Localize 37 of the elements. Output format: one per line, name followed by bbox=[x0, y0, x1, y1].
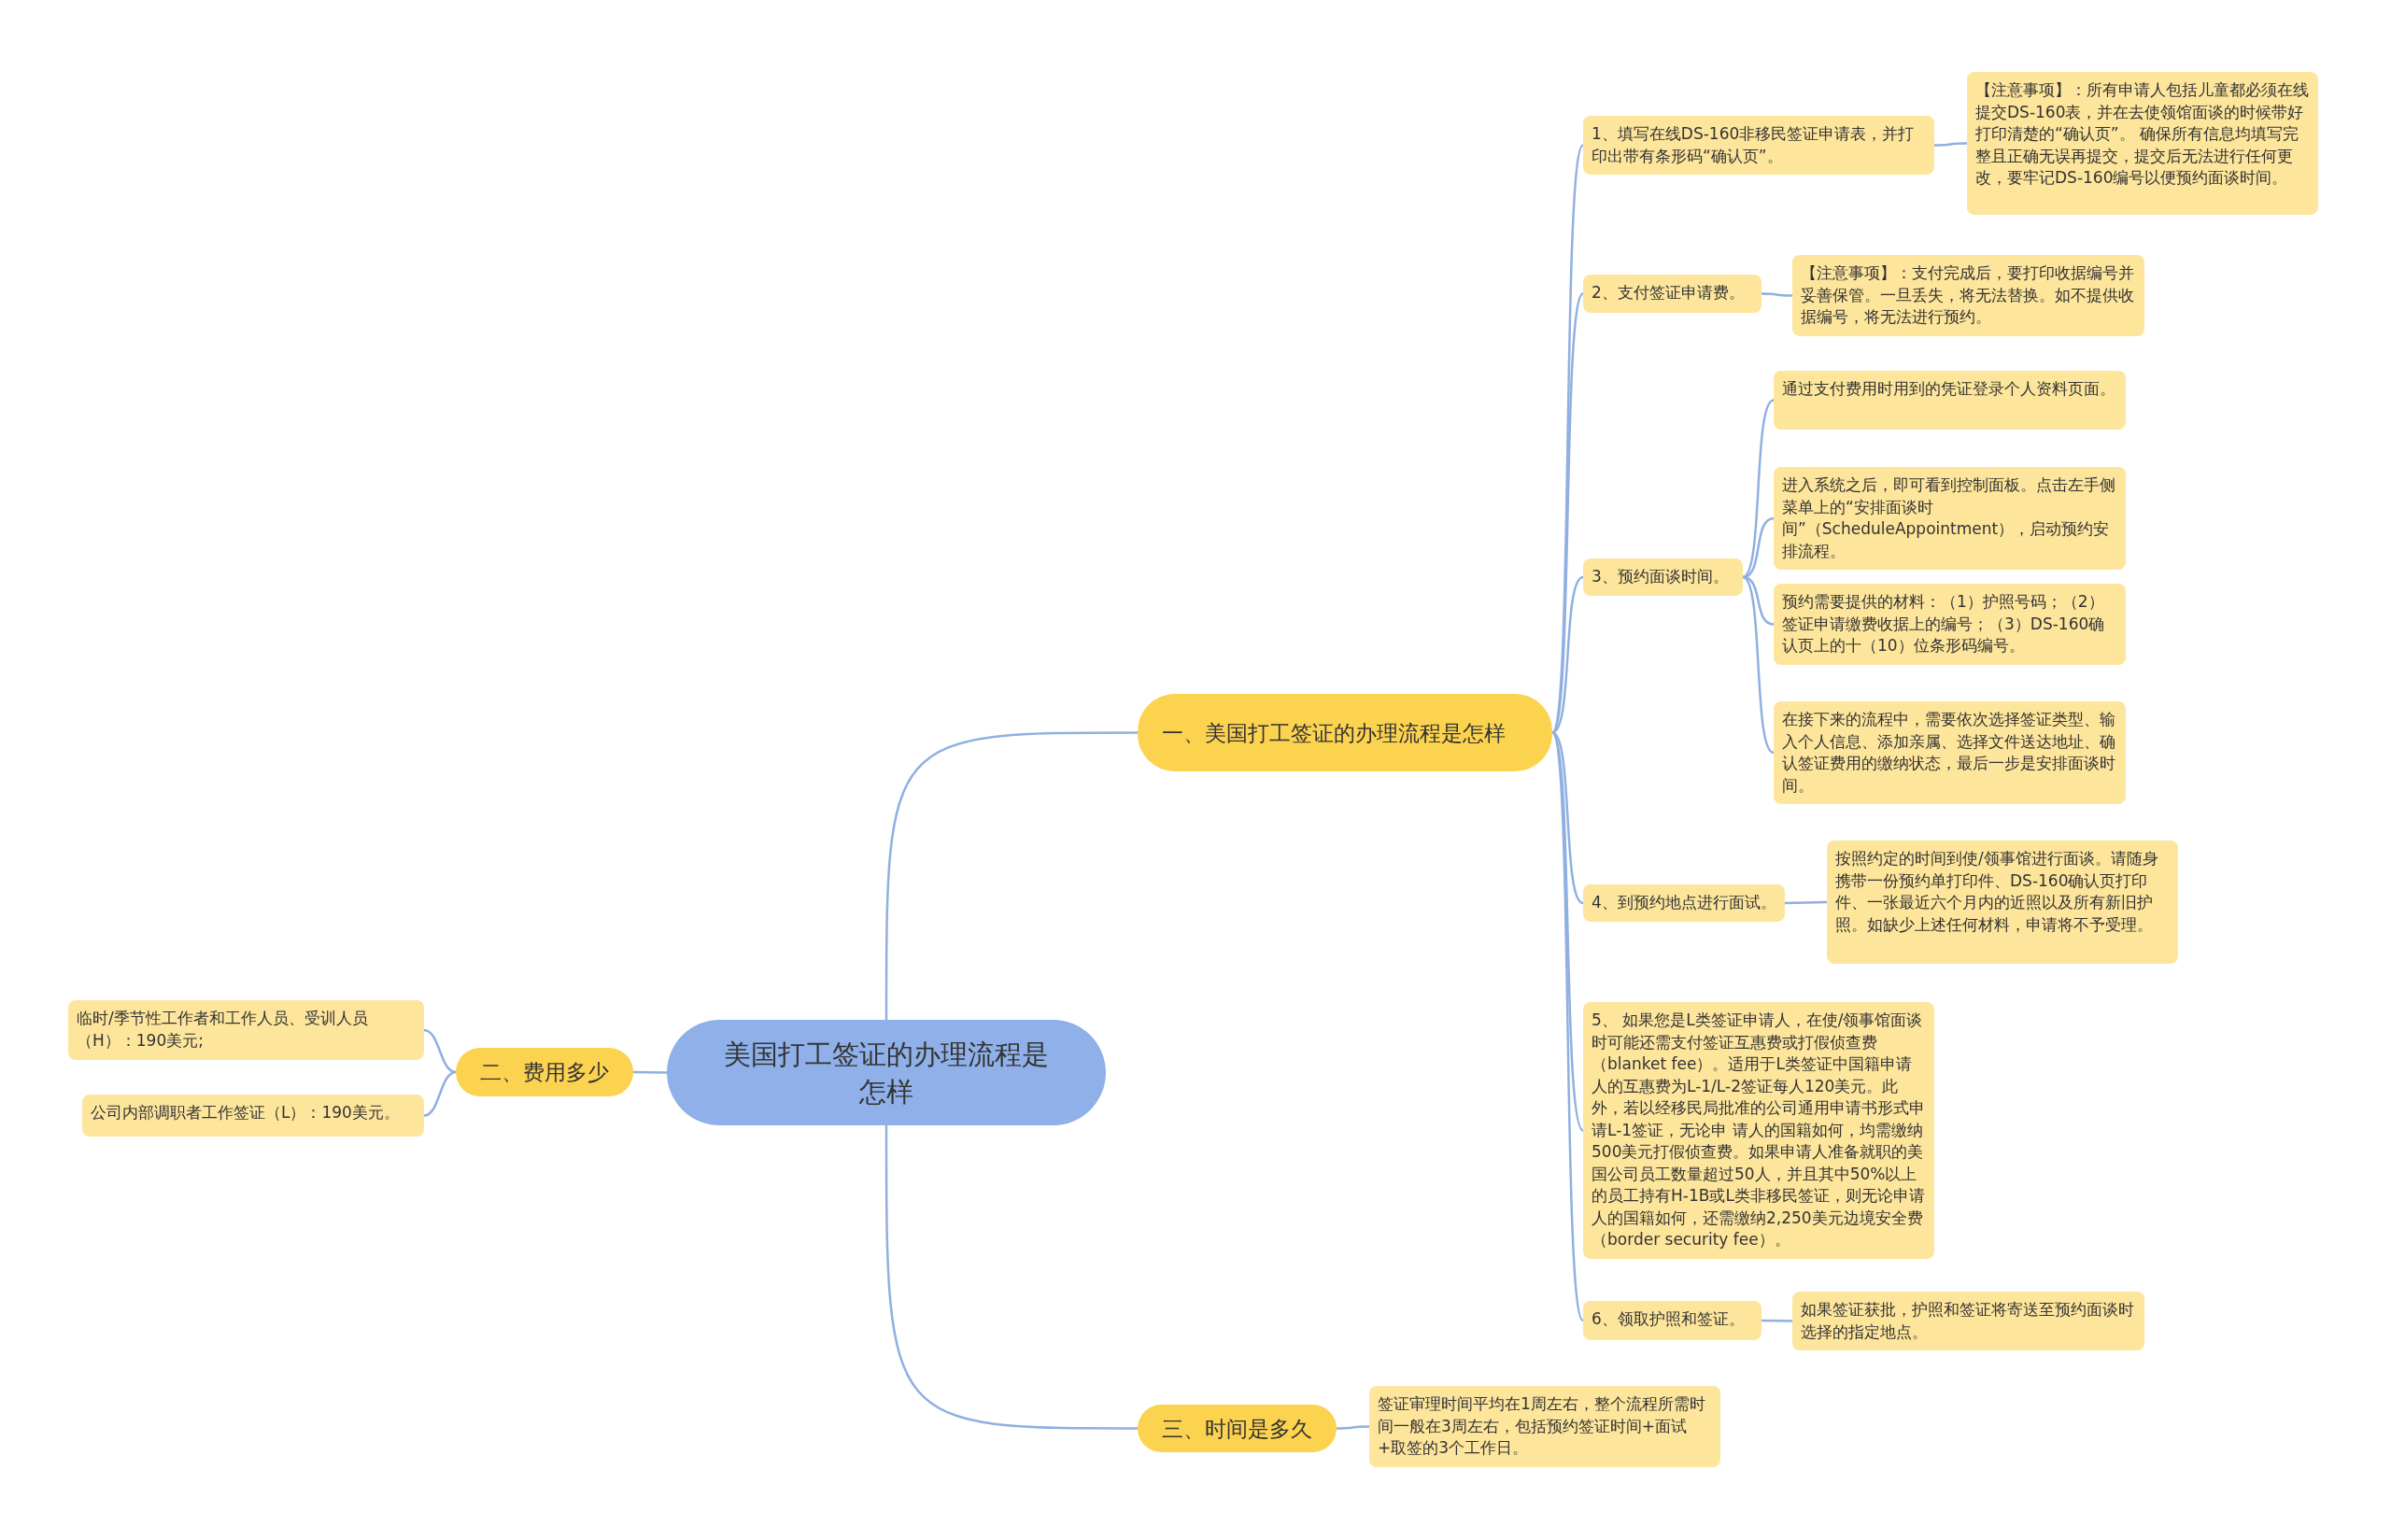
note-box: 【注意事项】：所有申请人包括儿童都必须在线提交DS-160表，并在去使领馆面谈的时候带好打印清楚的“确认页”。 确保所有信息均填写完整且正确无误再提交，提交后无法进行任何更改，要牢记DS-160编号以便预约面谈时间。 bbox=[1967, 72, 2318, 215]
connector-line bbox=[1742, 399, 1775, 578]
note-box: 公司内部调职者工作签证（L）：190美元。 bbox=[82, 1095, 424, 1137]
note-box: 临时/季节性工作者和工作人员、受训人员（H）：190美元; bbox=[68, 1000, 424, 1060]
note-box: 按照约定的时间到使/领事馆进行面谈。请随身携带一份预约单打印件、DS-160确认页打印件、一张最近六个月内的近照以及所有新旧护照。如缺少上述任何材料，申请将不予受理。 bbox=[1827, 841, 2178, 964]
connector-line bbox=[633, 1070, 667, 1074]
connector-line bbox=[423, 1028, 457, 1074]
step-box: 5、 如果您是L类签证申请人，在使/领事馆面谈时可能还需支付签证互惠费或打假侦查费（blanket fee）。适用于L类签证中国籍申请人的互惠费为L-1/L-2签证每人120美元。此外，若以经移民局批准的公司通用申请书形式申请L-1签证，无论申 请人的国籍如何，均需缴纳500美元打假侦查费。如果申请人准备就职的美国公司员工数量超过50人，并且其中50%以上的员工持有H-1B或L类非移民签证，则无论申请人的国籍如何，还需缴纳2,250美元边境安全费（border security fee）。 bbox=[1583, 1002, 1934, 1259]
connector-line bbox=[1550, 732, 1585, 1321]
note-box: 通过支付费用时用到的凭证登录个人资料页面。 bbox=[1774, 371, 2126, 430]
note-box: 【注意事项】：支付完成后，要打印收据编号并妥善保管。一旦丢失，将无法替换。如不提供收据编号，将无法进行预约。 bbox=[1792, 255, 2144, 336]
connector-line bbox=[1742, 516, 1775, 579]
connector-line bbox=[1761, 1319, 1792, 1322]
step-box: 3、预约面谈时间。 bbox=[1583, 558, 1743, 596]
connector-line bbox=[1761, 292, 1792, 297]
connector-line bbox=[884, 731, 1138, 1020]
note-box: 签证审理时间平均在1周左右，整个流程所需时间一般在3周左右，包括预约签证时间+面试+取签的3个工作日。 bbox=[1369, 1386, 1720, 1467]
note-box: 在接下来的流程中，需要依次选择签证类型、输入个人信息、添加亲属、选择文件送达地址、确认签证费用的缴纳状态，最后一步是安排面谈时间。 bbox=[1774, 701, 2126, 804]
connector-line bbox=[1742, 576, 1775, 754]
connector-line bbox=[423, 1070, 457, 1117]
branch-bubble: 二、费用多少 bbox=[456, 1048, 633, 1096]
step-box: 2、支付签证申请费。 bbox=[1583, 275, 1761, 313]
connector-line bbox=[1934, 142, 1967, 147]
step-box: 6、领取护照和签证。 bbox=[1583, 1301, 1761, 1340]
topic-bubble: 美国打工签证的办理流程是怎样 bbox=[667, 1020, 1106, 1125]
note-box: 预约需要提供的材料：（1）护照号码；（2）签证申请缴费收据上的编号；（3）DS-160确认页上的十（10）位条形码编号。 bbox=[1774, 584, 2126, 665]
connector-line bbox=[1784, 900, 1828, 905]
connector-line bbox=[1742, 575, 1775, 626]
branch-bubble: 三、时间是多久 bbox=[1138, 1405, 1337, 1452]
step-box: 4、到预约地点进行面试。 bbox=[1583, 884, 1785, 922]
connector-line bbox=[1337, 1425, 1369, 1430]
branch-bubble: 一、美国打工签证的办理流程是怎样 bbox=[1138, 694, 1552, 771]
note-box: 如果签证获批，护照和签证将寄送至预约面谈时选择的指定地点。 bbox=[1792, 1292, 2144, 1350]
note-box: 进入系统之后，即可看到控制面板。点击左手侧菜单上的“安排面谈时间”（ScheduleAppointment），启动预约安排流程。 bbox=[1774, 467, 2126, 570]
step-box: 1、填写在线DS-160非移民签证申请表，并打印出带有条形码“确认页”。 bbox=[1583, 116, 1934, 175]
connector-line bbox=[884, 1125, 1138, 1430]
connector-line bbox=[1550, 292, 1585, 734]
